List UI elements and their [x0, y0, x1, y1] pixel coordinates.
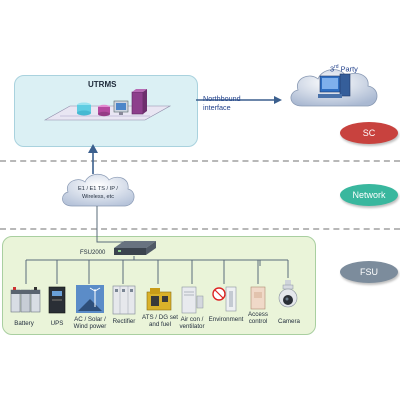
third-party-cloud [290, 69, 378, 107]
device-label-air-con: Air con / ventilator [179, 316, 205, 330]
air-conditioner-icon [181, 286, 204, 314]
device-label-environment: Environment [208, 316, 244, 323]
ups-icon [48, 286, 66, 314]
device-label-ups: UPS [50, 320, 64, 327]
network-badge: Network [340, 184, 398, 206]
generator-icon [146, 288, 172, 311]
camera-icon [278, 280, 298, 308]
third-party-label-pre: 3 [330, 64, 335, 74]
utrms-title: UTRMS [88, 80, 117, 89]
fsu2000-label: FSU2000 [80, 250, 106, 256]
fsu-panel [2, 236, 316, 335]
separator-bottom [0, 228, 400, 230]
separator-top [0, 160, 400, 162]
network-cloud [62, 173, 135, 207]
third-party-label-sup: rd [334, 64, 339, 70]
sc-badge: SC [340, 122, 398, 144]
fsu2000-device [114, 241, 156, 255]
device-label-access-control: Access control [248, 311, 268, 325]
rectifier-icon [112, 285, 136, 315]
utrms-server-illustration [43, 89, 172, 121]
northbound-label-line1: Northbound [203, 94, 241, 103]
fsu-badge: FSU [340, 261, 398, 283]
northbound-arrow [196, 96, 282, 104]
fsu-uplink-line [96, 206, 128, 243]
solar-wind-icon [76, 285, 104, 313]
northbound-label-line2: interface [203, 103, 231, 112]
network-cloud-line2: Wireless, etc [81, 194, 114, 200]
device-label-battery: Battery [14, 320, 34, 327]
third-party-label-post: Party [338, 64, 358, 74]
access-control-icon [250, 286, 266, 310]
battery-icon [10, 287, 41, 313]
uplink-arrow [88, 144, 98, 174]
device-label-rectifier: Rectifier [112, 318, 136, 325]
environment-icon [212, 286, 237, 312]
network-cloud-line1: E1 / E1 TS / IP / [78, 186, 118, 192]
device-label-ac-solar-wind: AC / Solar / Wind power [73, 316, 107, 330]
device-label-camera: Camera [277, 318, 300, 325]
device-label-ats-dg: ATS / DG set and fuel [142, 314, 178, 328]
third-party-label: 3rd Party [330, 64, 358, 73]
